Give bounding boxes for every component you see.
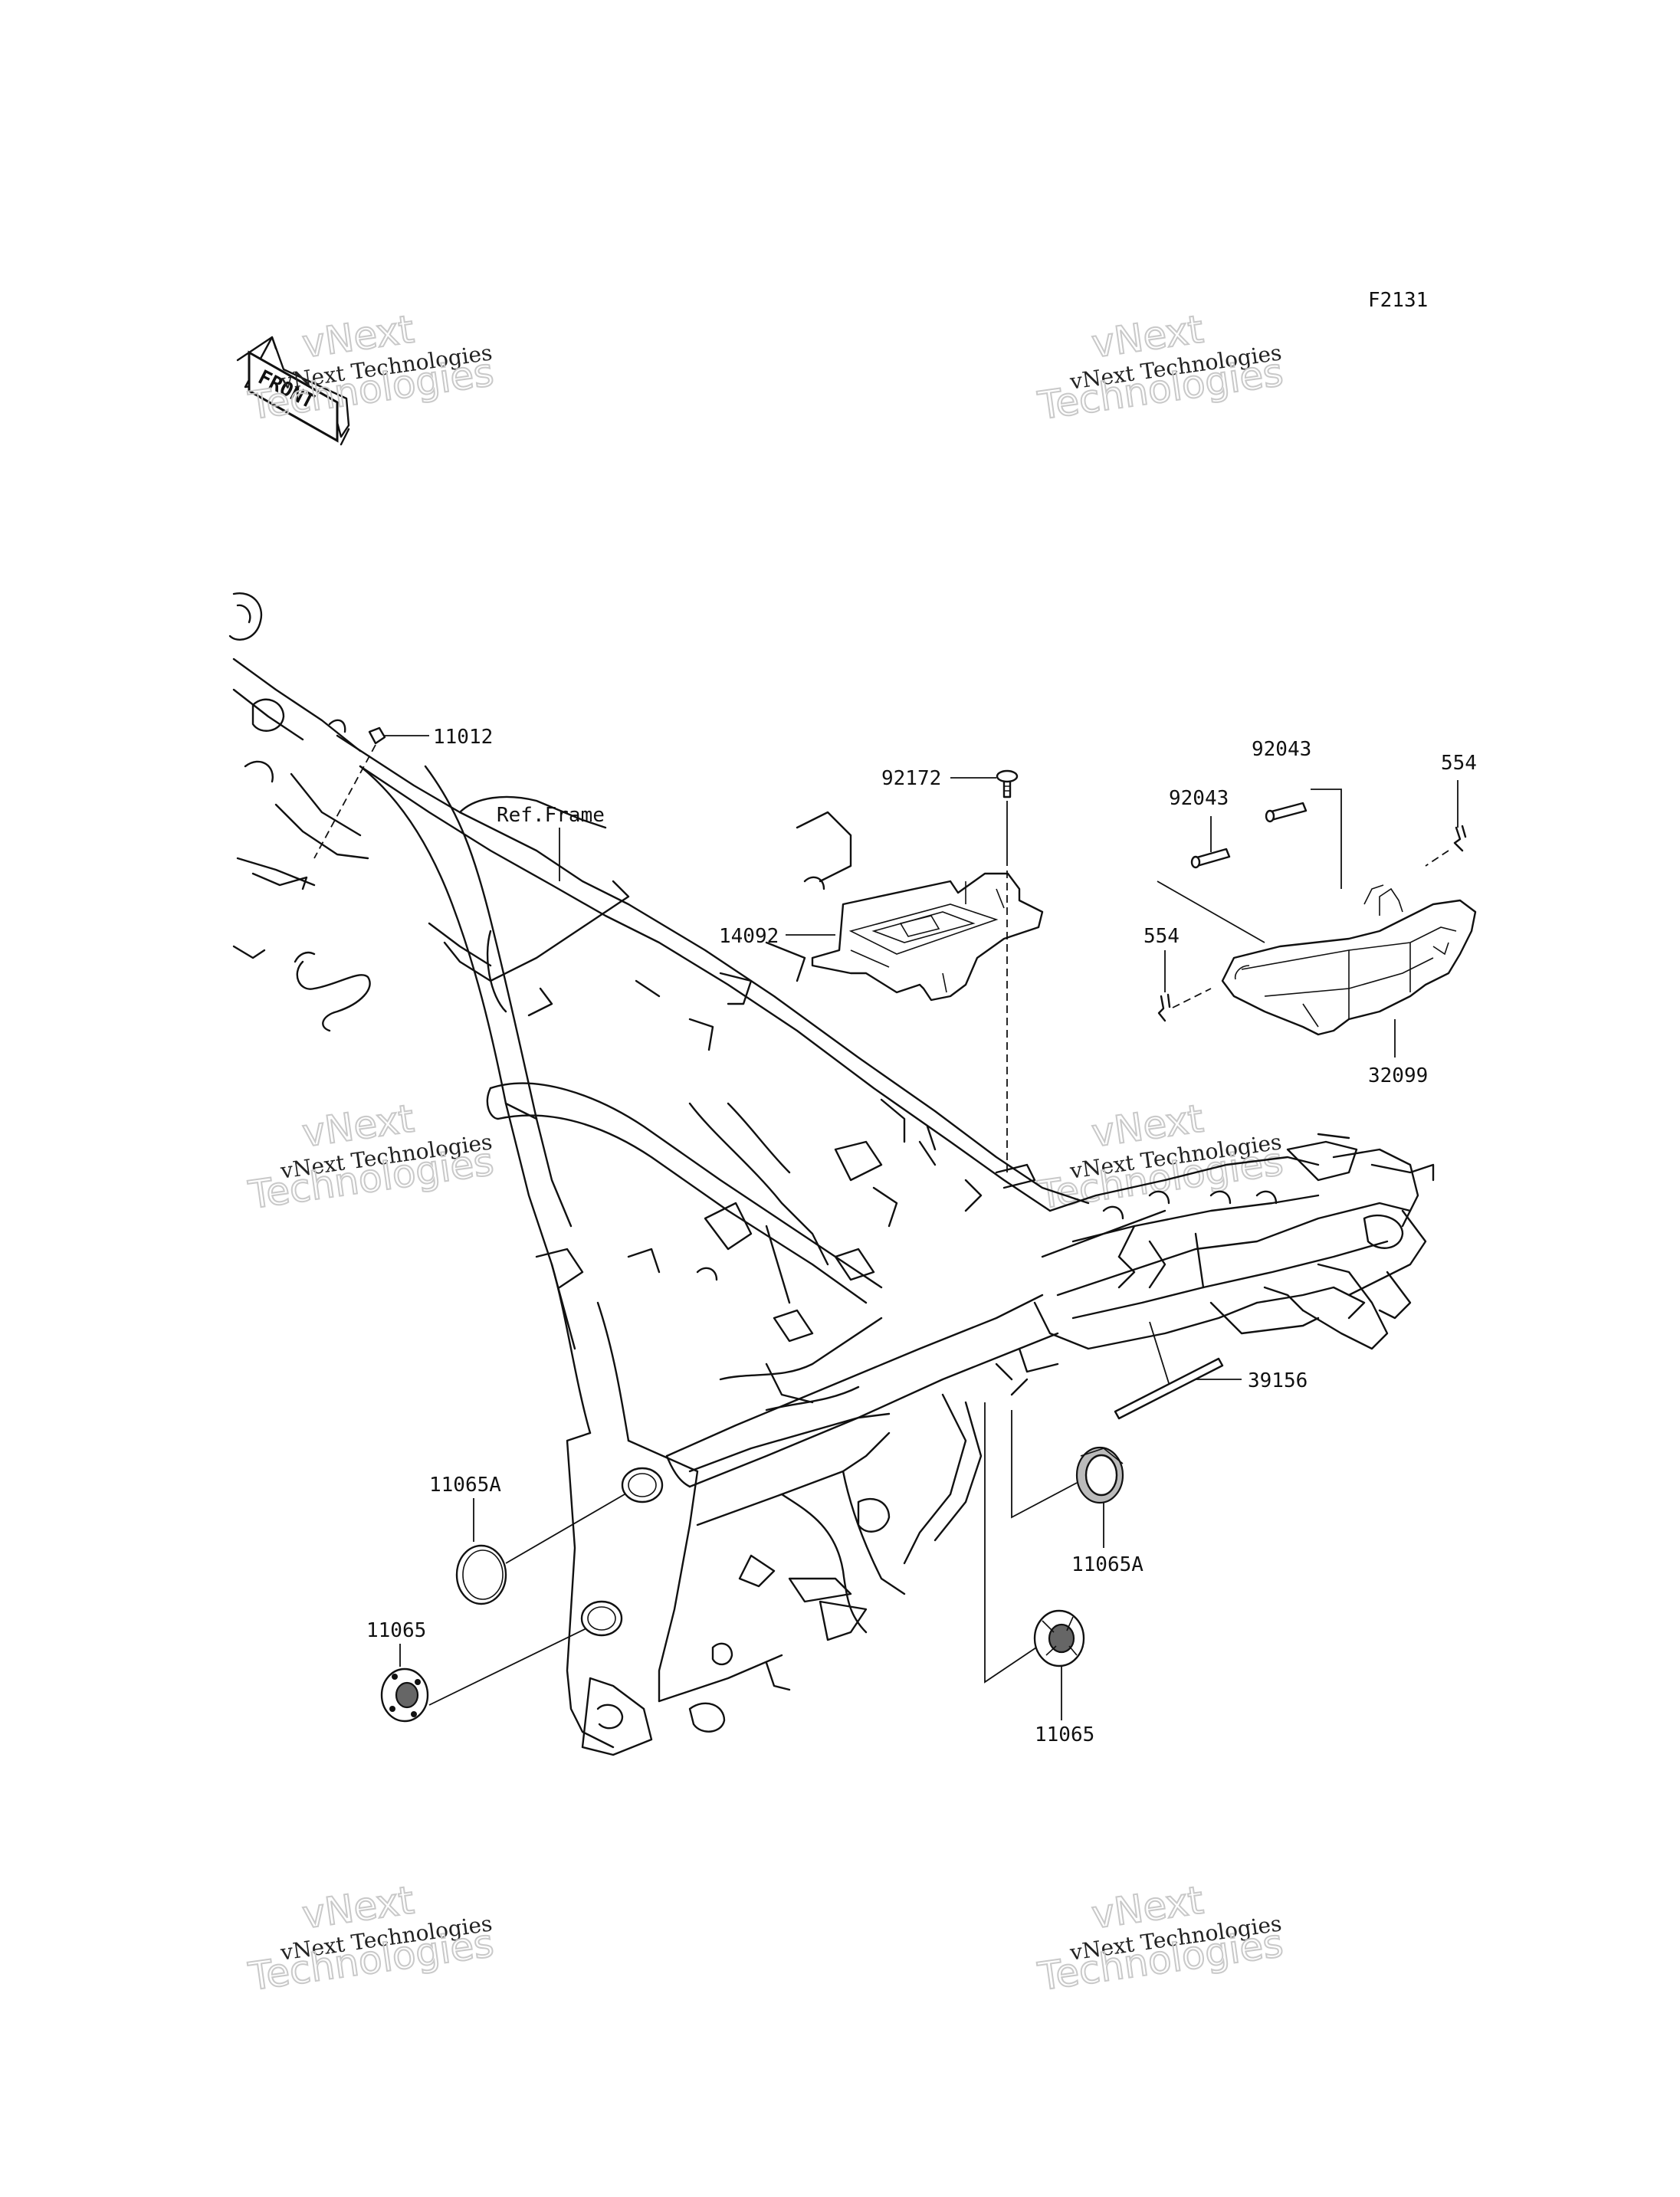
- watermark-top-right: vNext vNext Technologies Technologies: [1034, 306, 1286, 428]
- label-14092: 14092: [719, 925, 779, 948]
- label-92043-upper: 92043: [1252, 738, 1311, 761]
- cover-32099: [1221, 884, 1477, 1036]
- label-11065A-left: 11065A: [429, 1474, 501, 1497]
- label-11065A-right: 11065A: [1071, 1553, 1144, 1576]
- label-39156: 39156: [1248, 1369, 1308, 1392]
- leader-lines: [313, 735, 1459, 1720]
- screw-92172: [996, 769, 1019, 798]
- battery-case-14092: [811, 872, 1044, 1002]
- label-554-lower: 554: [1144, 925, 1180, 948]
- clip-554-b: [1157, 993, 1171, 1022]
- figure-code: F2131: [1368, 289, 1428, 312]
- watermark-mid-right: vNext vNext Technologies Technologies: [1034, 1095, 1286, 1218]
- main-frame-drawing: [228, 592, 1435, 1756]
- label-ref-frame: Ref.Frame: [497, 804, 605, 827]
- label-92043-lower: 92043: [1169, 787, 1229, 810]
- cap-11065A-right: [1075, 1446, 1124, 1504]
- label-11012: 11012: [433, 726, 493, 749]
- label-92172: 92172: [881, 767, 941, 790]
- watermark-mid-left: vNext vNext Technologies Technologies: [244, 1095, 497, 1218]
- label-11065-left: 11065: [366, 1619, 426, 1642]
- pin-92043-a: [1190, 848, 1231, 869]
- watermark-bottom-right: vNext vNext Technologies Technologies: [1034, 1877, 1286, 1999]
- grommet-11065-right: [1033, 1609, 1085, 1667]
- strip-39156: [1114, 1357, 1224, 1420]
- clip-554-a: [1453, 825, 1467, 852]
- pin-92043-b: [1265, 802, 1308, 823]
- label-11065-right: 11065: [1035, 1723, 1094, 1746]
- grommet-11065-left: [380, 1667, 429, 1723]
- watermark-bottom-left: vNext vNext Technologies Technologies: [244, 1877, 497, 1999]
- label-32099: 32099: [1368, 1064, 1428, 1087]
- label-554-upper: 554: [1441, 752, 1477, 775]
- plug-11012: [368, 726, 386, 745]
- cap-11065A-left: [455, 1544, 507, 1605]
